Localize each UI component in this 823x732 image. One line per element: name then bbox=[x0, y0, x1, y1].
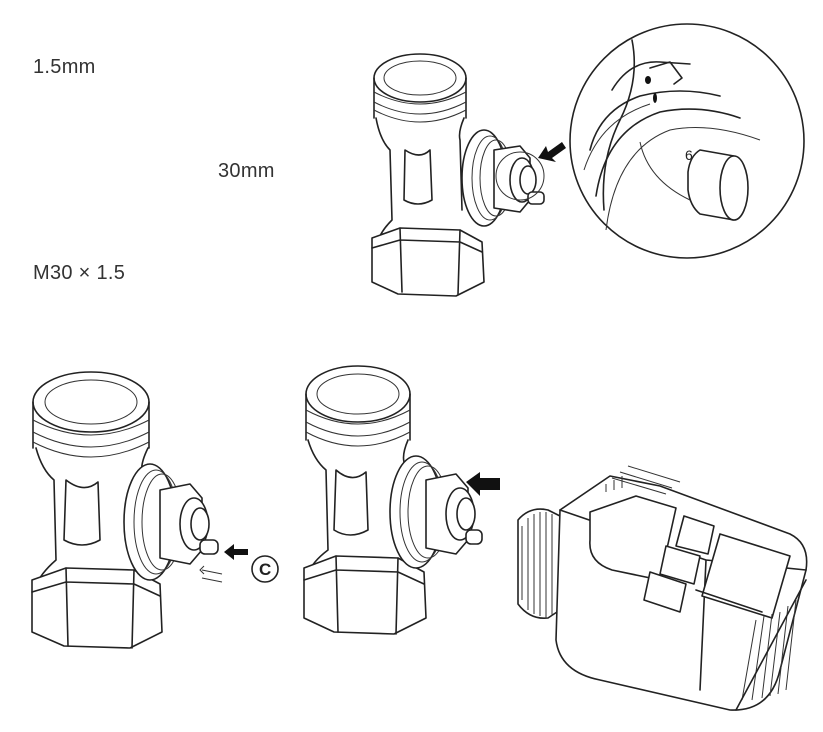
valve-body-top bbox=[371, 53, 545, 297]
slide-arrows-icon bbox=[199, 565, 223, 583]
valve-body-bottom-middle bbox=[303, 365, 483, 635]
arrow-icon bbox=[538, 142, 566, 162]
step-marker-text: C bbox=[259, 560, 271, 579]
thermostat-device bbox=[517, 465, 808, 711]
diameter-label: 30mm bbox=[218, 160, 275, 182]
detail-marker-text: 6 bbox=[685, 147, 693, 163]
valve-body-bottom-left bbox=[31, 371, 219, 649]
detail-magnified-view: 6 bbox=[569, 23, 805, 259]
thread-pitch-label: 1.5mm bbox=[33, 56, 96, 78]
thread-spec-label: M30 × 1.5 bbox=[33, 262, 126, 284]
push-arrow-icon bbox=[224, 544, 248, 560]
insert-arrow-icon bbox=[466, 472, 500, 496]
step-marker-circle bbox=[251, 555, 279, 583]
